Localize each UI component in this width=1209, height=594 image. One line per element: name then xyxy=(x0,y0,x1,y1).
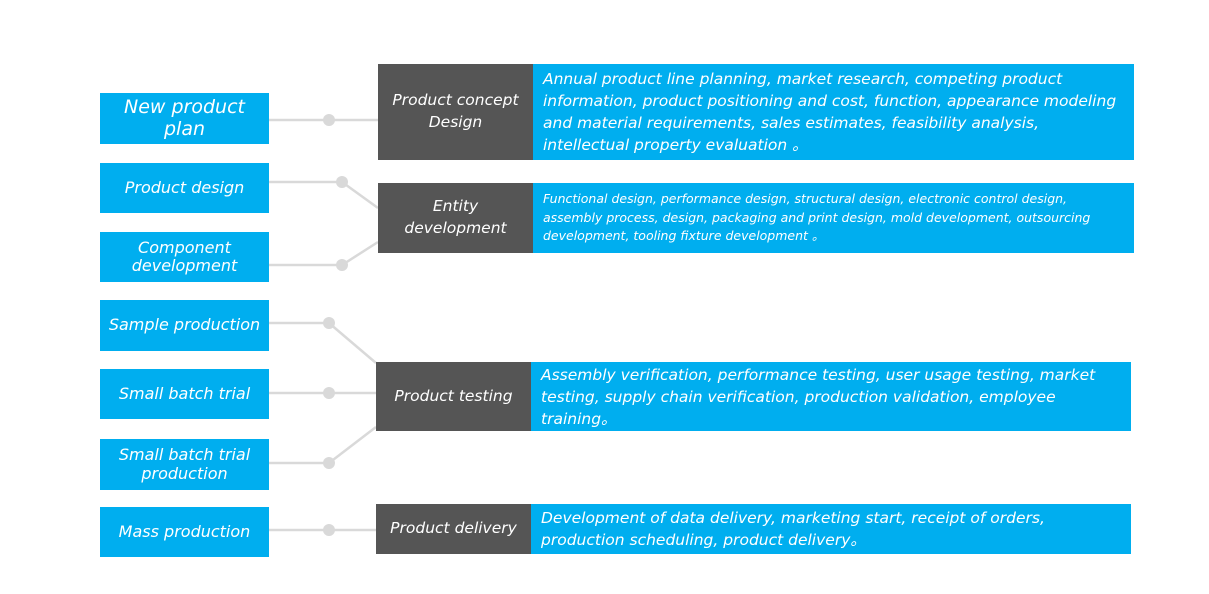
stage-product-delivery-description: Development of data delivery, marketing … xyxy=(531,504,1131,554)
connector-dot xyxy=(323,457,335,469)
left-item-small-batch-trial-production: Small batch trial production xyxy=(100,439,269,490)
left-item-new-product-plan: New product plan xyxy=(100,93,269,144)
left-item-product-design: Product design xyxy=(100,163,269,213)
stage-product-concept-design-description: Annual product line planning, market res… xyxy=(533,64,1134,160)
connector-dot xyxy=(323,524,335,536)
left-item-sample-production: Sample production xyxy=(100,300,269,351)
connector-dot xyxy=(336,176,348,188)
connector-dot xyxy=(323,317,335,329)
connector-product-design xyxy=(269,180,379,210)
stage-product-testing-description: Assembly verification, performance testi… xyxy=(531,362,1131,431)
connector-dot xyxy=(323,114,335,126)
stage-entity-development-description: Functional design, performance design, s… xyxy=(533,183,1134,253)
stage-product-concept-design: Product concept Design xyxy=(378,64,533,160)
left-item-mass-production: Mass production xyxy=(100,507,269,557)
connector-component-development xyxy=(269,240,379,267)
stage-entity-development: Entity development xyxy=(378,183,533,253)
connector-dot xyxy=(336,259,348,271)
connector-small-batch-trial-production xyxy=(269,426,377,465)
connector-sample-production xyxy=(269,321,377,364)
left-item-component-development: Component development xyxy=(100,232,269,282)
stage-product-testing: Product testing xyxy=(376,362,531,431)
stage-product-delivery: Product delivery xyxy=(376,504,531,554)
connector-dot xyxy=(323,387,335,399)
left-item-small-batch-trial: Small batch trial xyxy=(100,369,269,419)
